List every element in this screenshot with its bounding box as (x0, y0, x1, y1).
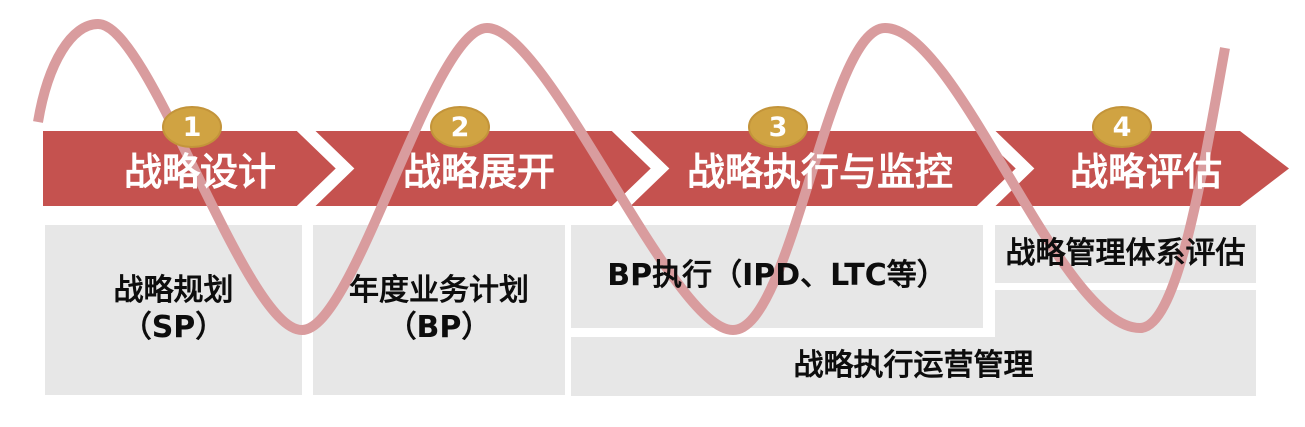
chevron-separator-2 (611, 131, 670, 206)
chevron-separator-1 (296, 131, 355, 206)
chevron-separator-3 (976, 131, 1035, 206)
phase-badge-4 (1092, 106, 1152, 148)
phase-badge-3 (748, 106, 808, 148)
phase-badge-1 (162, 106, 222, 148)
box-strategic-planning (45, 225, 302, 395)
box-operations-management (571, 337, 1256, 396)
wave-curve (33, 18, 1230, 336)
phase-badge-2 (430, 106, 490, 148)
